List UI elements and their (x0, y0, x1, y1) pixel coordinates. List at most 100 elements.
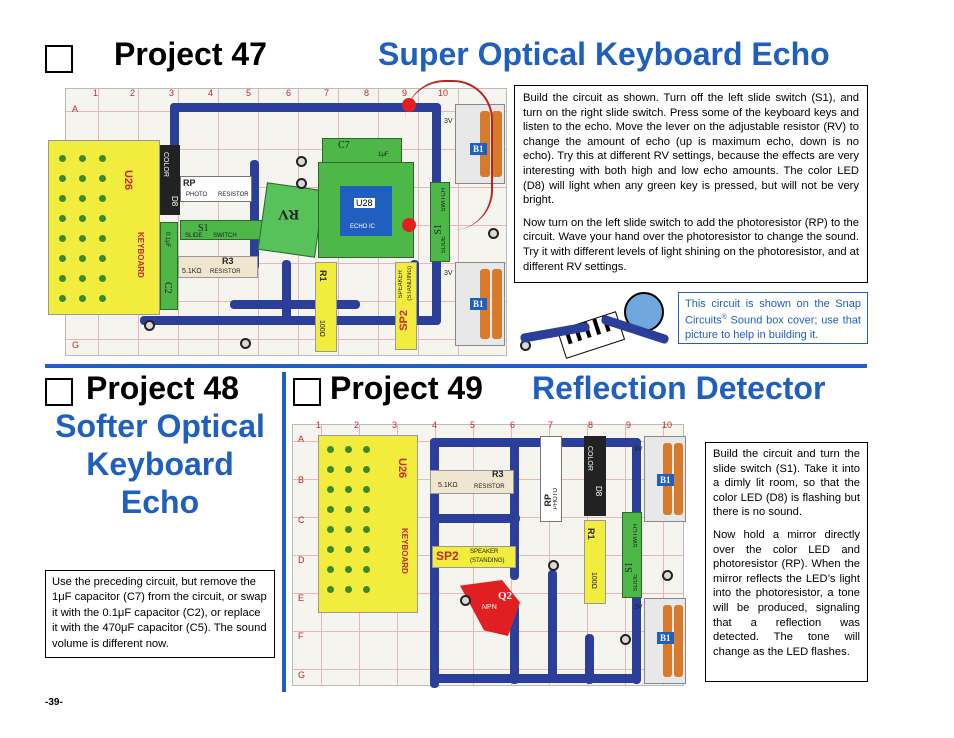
col-label: 9 (626, 420, 632, 430)
d8-label: D8 (170, 196, 179, 207)
keyboard-label: KEYBOARD (400, 528, 409, 574)
speaker-label: SPEAKER (470, 549, 499, 555)
project-47-checkbox[interactable] (45, 45, 73, 73)
wire (170, 103, 179, 163)
d8-label: D8 (594, 486, 603, 497)
col-label: 8 (364, 88, 370, 98)
r3-value: 5.1KΩ (182, 268, 202, 275)
c7-value: 1μF (378, 152, 389, 158)
project-49-paragraph: Now hold a mirror directly over the colo… (713, 528, 860, 658)
photo-label: PHOTO (553, 488, 559, 510)
q2-label: Q2 (498, 590, 513, 602)
col-label: 8 (588, 420, 594, 430)
echo-chip (340, 186, 392, 236)
wire (170, 103, 440, 112)
sp2-label: SP2 (436, 549, 459, 563)
project-47-paragraph: Build the circuit as shown. Turn off the… (523, 92, 859, 207)
col-label: 2 (130, 88, 136, 98)
project-47-title: Project 47 (114, 36, 267, 72)
col-label: 3 (392, 420, 398, 430)
snap (240, 338, 251, 349)
project-47-paragraph: Now turn on the left slide switch to add… (523, 216, 859, 273)
u26-label: U26 (122, 170, 134, 191)
registered-mark: ® (721, 314, 727, 321)
row-label: A (72, 104, 79, 114)
r1-value: 100Ω (318, 320, 325, 337)
row-label: B (298, 475, 305, 485)
keyboard-module-u26 (48, 140, 160, 315)
snap (296, 156, 307, 167)
c2-value: 0.1μF (164, 232, 170, 248)
project-49-instructions: Build the circuit and turn the slide swi… (705, 442, 868, 682)
row-label: G (298, 670, 306, 680)
red-jumper-wire (405, 80, 493, 230)
wire (230, 300, 360, 309)
row-label: A (298, 434, 305, 444)
v3-bottom-label: 3V (444, 270, 453, 277)
snap (488, 228, 499, 239)
slide-label: SLIDE (633, 574, 639, 592)
col-label: 2 (354, 420, 360, 430)
r1-label: R1 (318, 270, 328, 282)
u26-label: U26 (396, 458, 408, 479)
col-label: 5 (246, 88, 252, 98)
wire (430, 514, 520, 523)
project-48-instructions: Use the preceding circuit, but remove th… (45, 570, 275, 658)
row-label: D (298, 555, 305, 565)
column-divider (282, 372, 286, 692)
row-label: C (298, 515, 305, 525)
keyboard-label: KEYBOARD (136, 232, 145, 278)
resistor-r1 (584, 520, 606, 604)
color-led-d8 (584, 436, 606, 516)
project-48-paragraph: Use the preceding circuit, but remove th… (52, 576, 267, 650)
slide-right-label: SLIDE (441, 236, 447, 254)
c2-label: C2 (162, 282, 173, 294)
r3-label: R3 (492, 469, 504, 479)
slide-label: SLIDE (185, 233, 203, 239)
photoresistor-rp (540, 436, 562, 522)
b1-top-label: B1 (470, 143, 487, 155)
r3-label: R3 (222, 256, 234, 266)
project-48-subtitle-line: Keyboard (86, 446, 234, 482)
wire (140, 316, 440, 325)
resistor-r3 (430, 470, 514, 494)
photoresistor-rp (180, 176, 252, 202)
col-label: 6 (286, 88, 292, 98)
color-led-d8 (160, 145, 180, 215)
col-label: 3 (169, 88, 175, 98)
c7-label: C7 (338, 140, 350, 151)
col-label: 7 (548, 420, 554, 430)
keyboard-module-u26 (318, 435, 418, 613)
switch-label: SWITCH (213, 233, 237, 239)
col-label: 9 (402, 88, 408, 98)
wire-clip (402, 98, 416, 112)
v3-bottom-label: 3V (634, 604, 643, 611)
row-label: E (298, 593, 305, 603)
switch-label: SWITCH (633, 524, 639, 548)
project-49-title: Project 49 (330, 370, 483, 406)
project-49-checkbox[interactable] (293, 378, 321, 406)
col-label: 1 (316, 420, 322, 430)
snap (144, 320, 155, 331)
project-49-paragraph: Build the circuit and turn the slide swi… (713, 448, 860, 519)
col-label: 4 (432, 420, 438, 430)
page-number: -39- (45, 697, 63, 708)
echo-ic-label: ECHO IC (350, 224, 376, 230)
col-label: 6 (510, 420, 516, 430)
rv-label: RV (278, 206, 300, 222)
col-label: 7 (324, 88, 330, 98)
snap (620, 634, 631, 645)
project-47-instructions: Build the circuit as shown. Turn off the… (514, 85, 868, 283)
capacitor-c7 (322, 138, 402, 164)
color-label: COLOR (162, 152, 169, 177)
project-48-subtitle-line: Echo (120, 484, 200, 520)
s1-label: S1 (624, 562, 635, 573)
project-47-subtitle: Super Optical Keyboard Echo (378, 36, 830, 72)
project-48-checkbox[interactable] (45, 378, 73, 406)
sp2-label: SP2 (398, 310, 410, 331)
col-label: 1 (93, 88, 99, 98)
slide-switch-s1 (622, 512, 642, 598)
snap (460, 595, 471, 606)
project-47-note: This circuit is shown on the Snap Circui… (678, 292, 868, 344)
v3-top-label: 3V (444, 118, 453, 125)
